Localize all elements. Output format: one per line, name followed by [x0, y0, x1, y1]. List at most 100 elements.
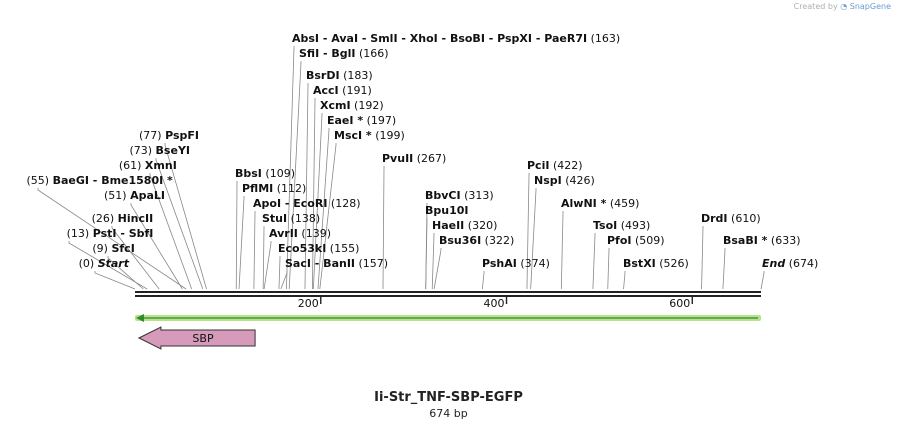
- site-leader-bstxi: [623, 271, 626, 290]
- site-name: PspFI: [165, 129, 199, 142]
- site-name: MscI *: [334, 129, 372, 142]
- site-position: (509): [632, 234, 665, 247]
- site-labels: AbsI - AvaI - SmlI - XhoI - BsoBI - PspX…: [27, 32, 819, 270]
- site-label-drdi[interactable]: DrdI (610): [701, 212, 761, 225]
- site-leader-eco53ki: [278, 256, 281, 290]
- site-leader-pflmi: [238, 196, 245, 290]
- site-leader-bpu10i: [425, 218, 428, 290]
- site-leader-stui: [262, 226, 265, 290]
- site-leader-pvuii: [382, 166, 385, 290]
- site-position: (139): [298, 227, 331, 240]
- site-label-pshai[interactable]: PshAI (374): [482, 257, 550, 270]
- site-label-bpu10i[interactable]: Bpu10I: [425, 204, 469, 217]
- site-name: EaeI *: [327, 114, 363, 127]
- site-label-pvuii[interactable]: PvuII (267): [382, 152, 446, 165]
- site-name: PflMI: [242, 182, 273, 195]
- site-leader-xmni: [149, 173, 193, 290]
- site-label-alwni[interactable]: AlwNI * (459): [561, 197, 639, 210]
- site-leader-acci: [311, 98, 316, 290]
- site-name: End: [762, 257, 785, 270]
- site-label-haeii[interactable]: HaeII (320): [432, 219, 497, 232]
- site-label-bstxi[interactable]: BstXI (526): [623, 257, 689, 270]
- site-name: AvrII: [269, 227, 298, 240]
- site-leader-bsu36i: [433, 248, 442, 290]
- site-position: (633): [767, 234, 800, 247]
- site-label-bsu36i[interactable]: Bsu36I (322): [439, 234, 514, 247]
- site-name: AlwNI *: [561, 197, 607, 210]
- site-name: TsoI: [593, 219, 617, 232]
- site-label-bbvci[interactable]: BbvCI (313): [425, 189, 494, 202]
- site-label-sfii[interactable]: SfiI - BglI (166): [299, 47, 389, 60]
- site-label-end[interactable]: End (674): [762, 257, 818, 270]
- site-name: StuI: [262, 212, 287, 225]
- site-leader-msci: [319, 143, 337, 290]
- site-label-bseyi[interactable]: (73) BseYI: [129, 144, 190, 157]
- site-label-start[interactable]: (0) Start: [79, 257, 130, 270]
- site-position: (610): [728, 212, 761, 225]
- site-leader-drdi: [701, 226, 704, 290]
- site-name: HaeII: [432, 219, 464, 232]
- site-name: Bsu36I: [439, 234, 481, 247]
- site-position: (61): [119, 159, 145, 172]
- feature-sbp-arrow[interactable]: [137, 326, 256, 350]
- site-label-pflmi[interactable]: PflMI (112): [242, 182, 306, 195]
- site-name: SfiI - BglI: [299, 47, 356, 60]
- site-name: DrdI: [701, 212, 728, 225]
- site-position: (526): [656, 257, 689, 270]
- site-leaders: [37, 46, 765, 290]
- site-label-pcii[interactable]: PciI (422): [527, 159, 583, 172]
- site-leader-pshai: [481, 271, 485, 290]
- site-label-pfoi[interactable]: PfoI (509): [607, 234, 665, 247]
- sequence-backbone: [135, 291, 761, 297]
- site-label-xmni[interactable]: (61) XmnI: [119, 159, 177, 172]
- site-label-eco53ki[interactable]: Eco53kI (155): [278, 242, 359, 255]
- site-label-stui[interactable]: StuI (138): [262, 212, 320, 225]
- site-label-bsrdi[interactable]: BsrDI (183): [306, 69, 373, 82]
- site-leader-xcmi: [312, 113, 323, 290]
- site-leader-start: [94, 271, 136, 290]
- site-label-nspi[interactable]: NspI (426): [534, 174, 595, 187]
- site-name: BbsI: [235, 167, 262, 180]
- site-position: (197): [363, 114, 396, 127]
- site-leader-hincii: [111, 226, 160, 290]
- site-label-psti[interactable]: (13) PstI - SbfI: [67, 227, 154, 240]
- site-label-sfci[interactable]: (9) SfcI: [92, 242, 134, 255]
- site-leader-bseyi: [155, 158, 204, 290]
- site-leader-sfii: [288, 61, 302, 290]
- site-position: (191): [339, 84, 372, 97]
- site-position: (51): [104, 189, 130, 202]
- site-label-pspfi[interactable]: (77) PspFI: [139, 129, 199, 142]
- site-label-saci[interactable]: SacI - BanII (157): [285, 257, 388, 270]
- site-name: BaeGI - Bme1580I *: [53, 174, 173, 187]
- site-leader-eaei: [317, 128, 330, 290]
- site-position: (183): [340, 69, 373, 82]
- site-position: (322): [481, 234, 514, 247]
- site-label-xcmi[interactable]: XcmI (192): [320, 99, 384, 112]
- site-label-baegi[interactable]: (55) BaeGI - Bme1580I *: [27, 174, 174, 187]
- orf-arrowhead-icon: [136, 314, 144, 322]
- site-position: (112): [273, 182, 306, 195]
- site-label-tsoi[interactable]: TsoI (493): [593, 219, 650, 232]
- site-position: (163): [587, 32, 620, 45]
- site-label-bbsi[interactable]: BbsI (109): [235, 167, 295, 180]
- site-position: (192): [351, 99, 384, 112]
- site-label-absi[interactable]: AbsI - AvaI - SmlI - XhoI - BsoBI - PspX…: [292, 32, 620, 45]
- site-position: (267): [413, 152, 446, 165]
- site-leader-bsrdi: [304, 83, 309, 290]
- site-label-eaei[interactable]: EaeI * (197): [327, 114, 396, 127]
- site-position: (166): [356, 47, 389, 60]
- site-label-apoi[interactable]: ApoI - EcoRI (128): [253, 197, 361, 210]
- site-label-avrii[interactable]: AvrII (139): [269, 227, 331, 240]
- site-name: ApoI - EcoRI: [253, 197, 327, 210]
- site-label-msci[interactable]: MscI * (199): [334, 129, 405, 142]
- feature-sbp[interactable]: SBP: [137, 326, 256, 350]
- site-label-hincii[interactable]: (26) HincII: [92, 212, 154, 225]
- site-label-apali[interactable]: (51) ApaLI: [104, 189, 165, 202]
- site-label-bsabi[interactable]: BsaBI * (633): [723, 234, 801, 247]
- map-length: 674 bp: [429, 407, 468, 420]
- site-label-acci[interactable]: AccI (191): [313, 84, 372, 97]
- site-name: PstI - SbfI: [93, 227, 154, 240]
- tick-label-200: 200: [298, 297, 319, 310]
- site-position: (77): [139, 129, 165, 142]
